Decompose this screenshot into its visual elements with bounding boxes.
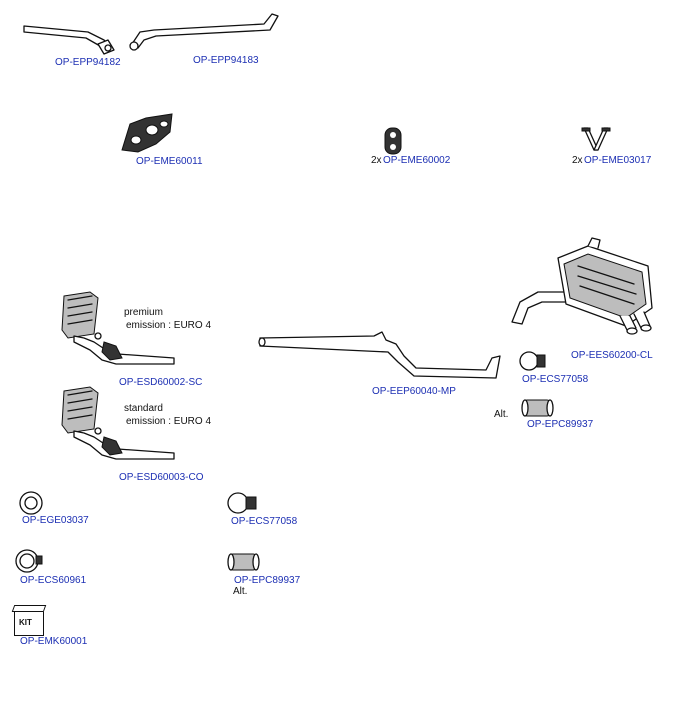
part-label-esd60003[interactable]: OP-ESD60003-CO bbox=[119, 472, 204, 483]
premium-label: premium bbox=[124, 307, 163, 318]
rear-silencer-ees60200-drawing[interactable] bbox=[508, 236, 658, 346]
front-pipe-epp94182-drawing[interactable] bbox=[20, 18, 115, 58]
part-label-ecs77058-lower[interactable]: OP-ECS77058 bbox=[231, 516, 298, 527]
part-label-eme03017[interactable]: OP-EME03017 bbox=[584, 155, 652, 166]
clamp-ecs60961-drawing[interactable] bbox=[14, 548, 44, 574]
part-label-ecs60961[interactable]: OP-ECS60961 bbox=[20, 575, 87, 586]
part-label-esd60002[interactable]: OP-ESD60002-SC bbox=[119, 377, 203, 388]
part-label-epc89937-right[interactable]: OP-EPC89937 bbox=[527, 419, 594, 430]
standard-emission-label: emission : EURO 4 bbox=[126, 416, 212, 427]
alt-note-right: Alt. bbox=[494, 409, 509, 420]
part-label-eep60040[interactable]: OP-EEP60040-MP bbox=[372, 386, 456, 397]
front-pipe-epp94183-drawing[interactable] bbox=[124, 10, 284, 55]
rubber-ring-eme60002-drawing[interactable] bbox=[382, 126, 404, 156]
clamp-ecs77058-drawing[interactable] bbox=[517, 349, 549, 373]
quantity-2x: 2x bbox=[371, 155, 382, 166]
clamp-ecs77058-drawing[interactable] bbox=[226, 490, 260, 516]
mounting-kit-box-icon[interactable]: KIT bbox=[11, 605, 47, 636]
premium-emission-label: emission : EURO 4 bbox=[126, 320, 212, 331]
dpf-esd60003-drawing[interactable] bbox=[54, 385, 179, 467]
part-label-epp94183[interactable]: OP-EPP94183 bbox=[193, 55, 259, 66]
part-label-ees60200[interactable]: OP-EES60200-CL bbox=[571, 350, 653, 361]
part-label-emk60001[interactable]: OP-EMK60001 bbox=[20, 636, 88, 647]
part-label-ege03037[interactable]: OP-EGE03037 bbox=[22, 515, 89, 526]
hanger-eme03017-drawing[interactable] bbox=[580, 126, 612, 156]
part-label-eme60002[interactable]: OP-EME60002 bbox=[383, 155, 451, 166]
part-label-epc89937-lower[interactable]: OP-EPC89937 bbox=[234, 575, 301, 586]
standard-label: standard bbox=[124, 403, 163, 414]
part-label-ecs77058-right[interactable]: OP-ECS77058 bbox=[522, 374, 589, 385]
pipe-connector-epc89937-drawing[interactable] bbox=[520, 396, 556, 420]
rubber-mount-eme60011-drawing[interactable] bbox=[116, 110, 178, 158]
middle-pipe-eep60040-drawing[interactable] bbox=[256, 330, 512, 385]
alt-note-lower: Alt. bbox=[233, 586, 248, 597]
quantity-2x: 2x bbox=[572, 155, 583, 166]
part-label-eme60011[interactable]: OP-EME60011 bbox=[136, 156, 203, 167]
dpf-esd60002-drawing[interactable] bbox=[54, 290, 179, 372]
gasket-ege03037-drawing[interactable] bbox=[18, 490, 44, 516]
part-label-epp94182[interactable]: OP-EPP94182 bbox=[55, 57, 121, 68]
pipe-connector-epc89937-drawing[interactable] bbox=[226, 550, 262, 574]
kit-text: KIT bbox=[19, 618, 32, 627]
